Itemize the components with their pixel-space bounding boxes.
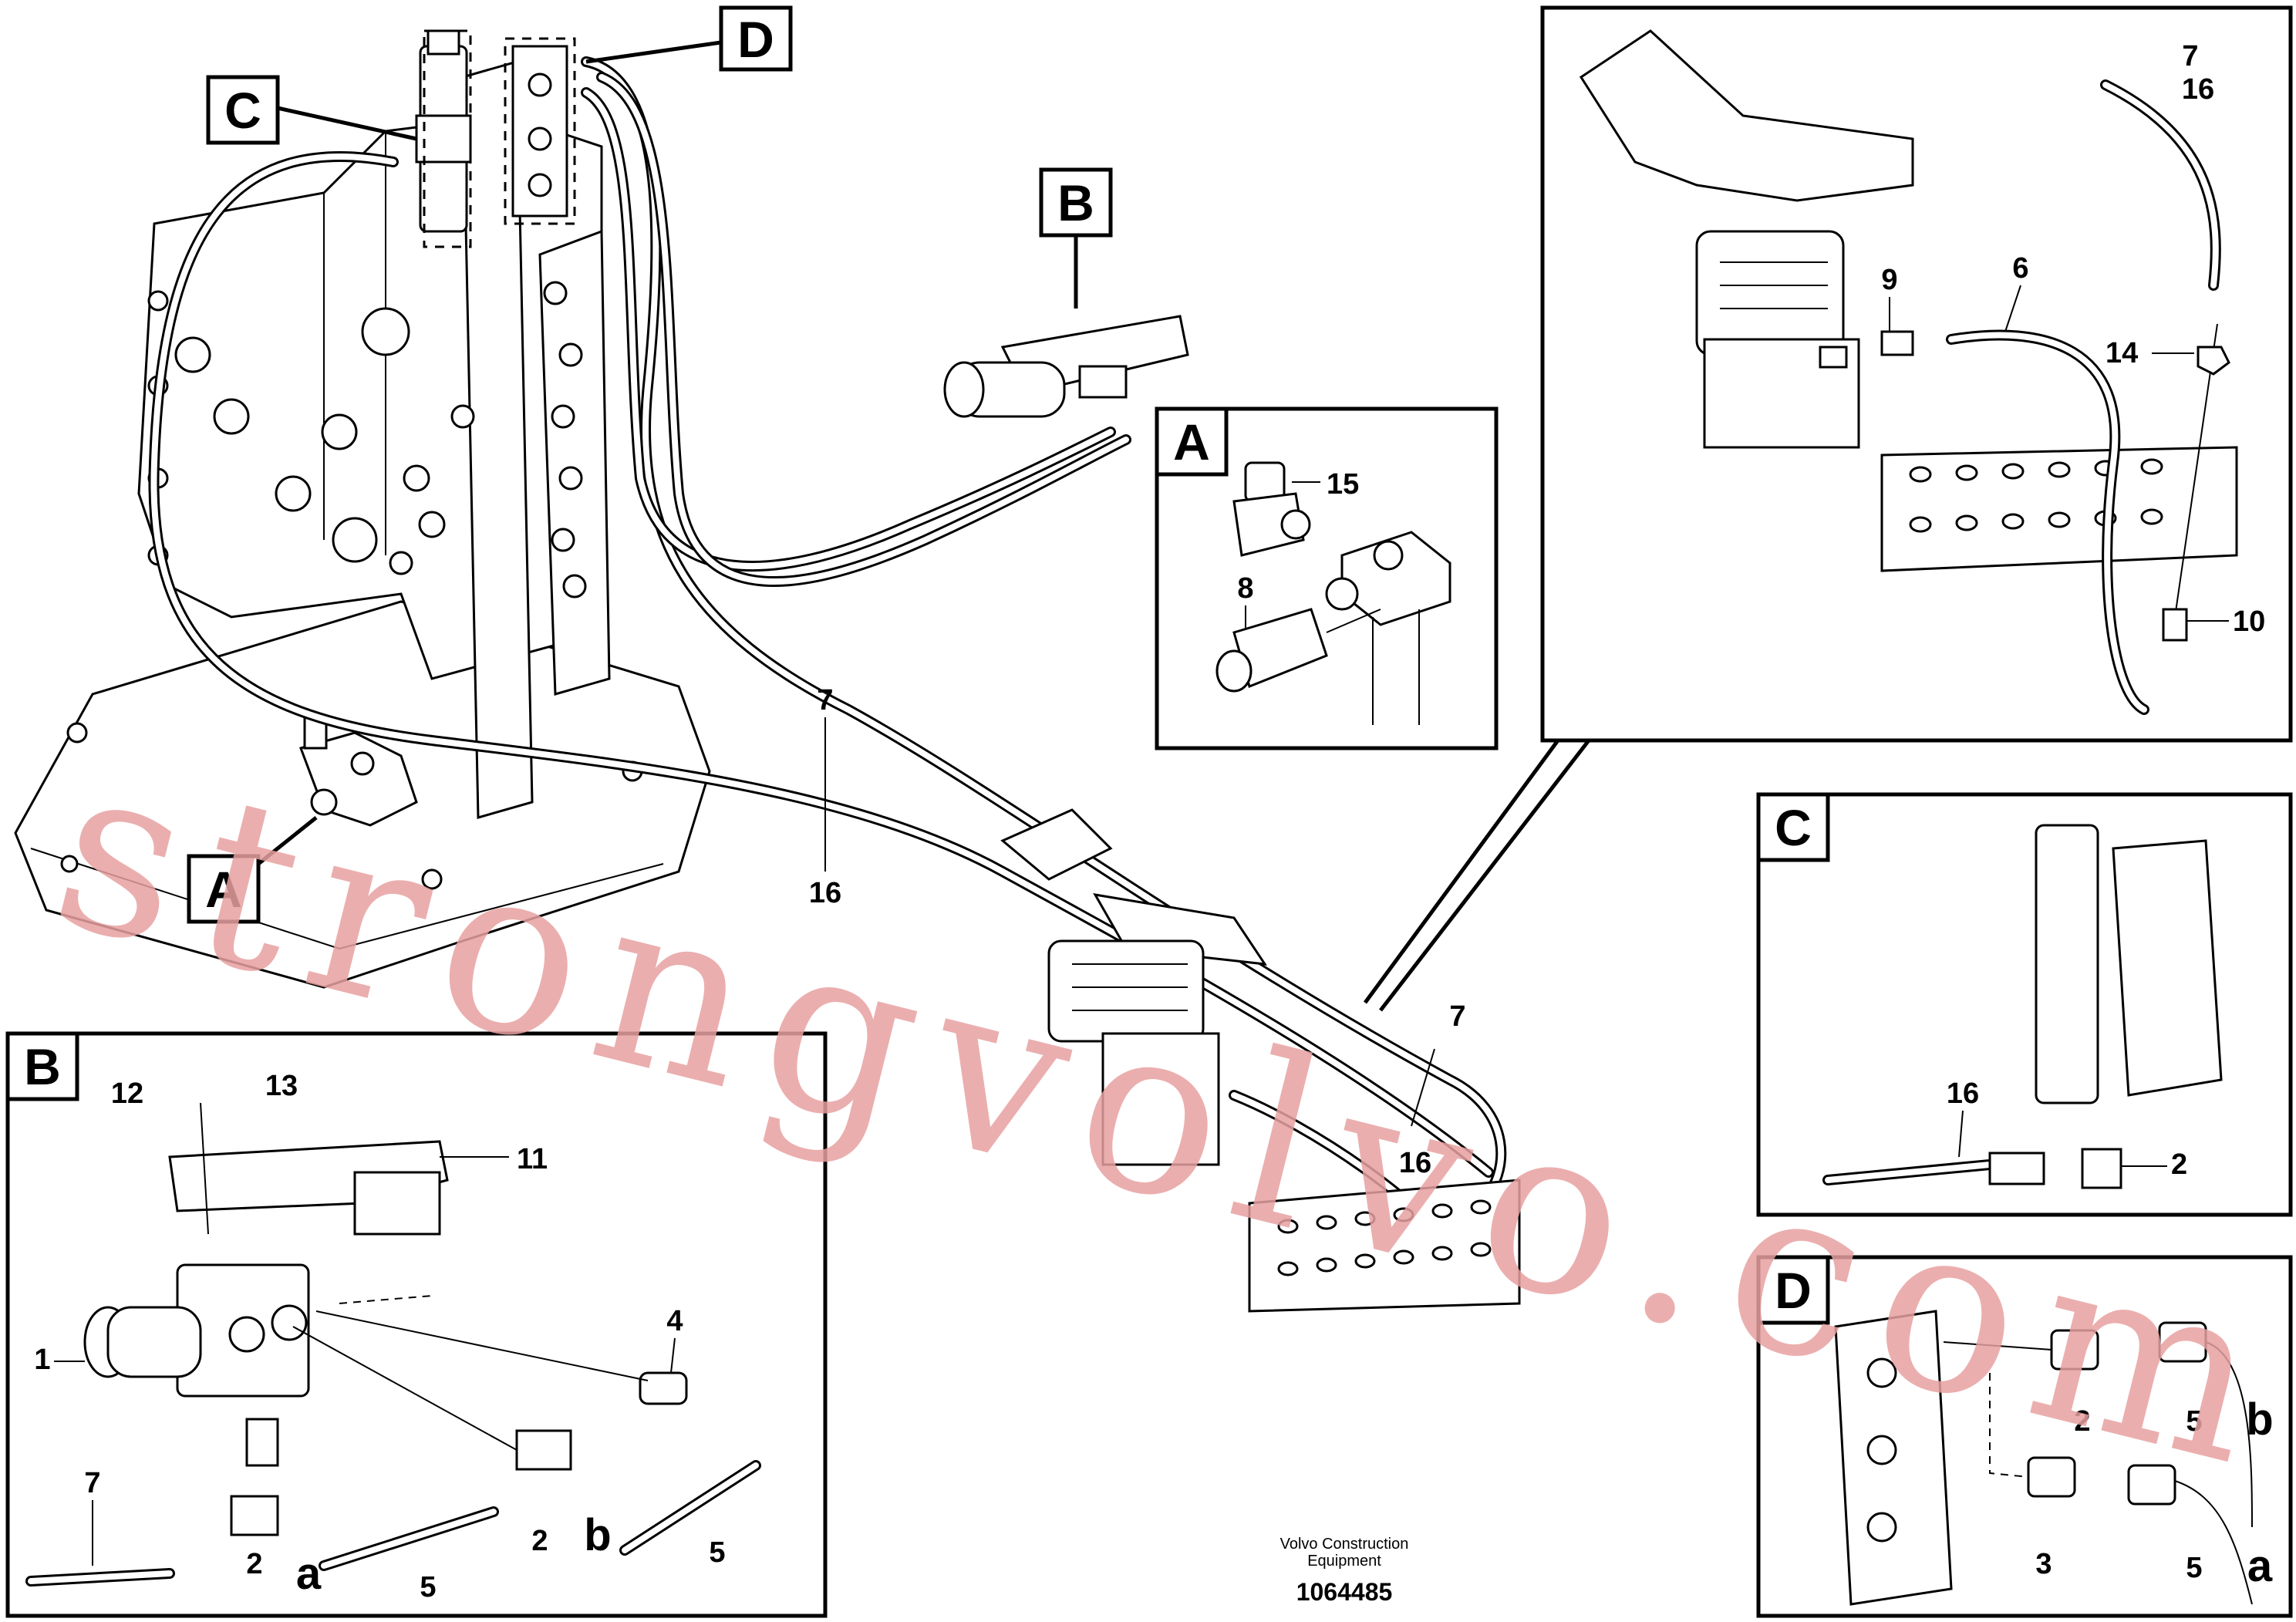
c-label-2: 2	[2171, 1148, 2187, 1181]
callout-d: D	[585, 5, 793, 72]
d-label-5b: 5	[2186, 1552, 2202, 1584]
panel-b: B 12 13 11 1 4 7 2 2 a 5 b 5	[5, 1031, 828, 1618]
footer-drawing-number: 1064485	[1296, 1578, 1393, 1606]
main-valve-b	[943, 315, 1189, 418]
top-label-6: 6	[2012, 252, 2028, 285]
panel-c: C 16 2	[1756, 792, 2293, 1217]
footer-company-2: Equipment	[1307, 1553, 1381, 1570]
panel-top: 7 16 9 6 14 10	[1363, 5, 2293, 1012]
d-label-a: a	[2247, 1541, 2273, 1591]
panel-c-title: C	[1775, 799, 1812, 856]
callout-b-label: B	[1057, 174, 1094, 231]
callout-d-label: D	[737, 11, 774, 68]
label-7b: 7	[1449, 1000, 1465, 1033]
panel-d: D 2 5 b 3 5 a	[1756, 1255, 2293, 1618]
callout-c: C	[206, 75, 417, 145]
main-number-labels: 7 16 7 16	[809, 684, 1466, 1179]
b-label-12: 12	[111, 1077, 143, 1110]
top-label-9: 9	[1881, 264, 1897, 296]
b-label-13: 13	[265, 1070, 298, 1102]
d-label-5a: 5	[2186, 1405, 2202, 1438]
b-label-7: 7	[84, 1467, 100, 1499]
main-pedal	[1000, 808, 1268, 1166]
main-bracket	[1248, 1179, 1521, 1313]
panel-a-label-15: 15	[1327, 468, 1359, 501]
top-label-10: 10	[2233, 605, 2265, 638]
d-label-b: b	[2246, 1394, 2273, 1445]
label-16: 16	[809, 877, 841, 909]
top-label-16: 16	[2182, 73, 2214, 106]
b-label-2b: 2	[531, 1525, 548, 1557]
b-label-5b: 5	[709, 1536, 725, 1569]
footer-company-1: Volvo Construction	[1280, 1536, 1409, 1553]
d-label-3: 3	[2035, 1548, 2052, 1580]
label-7: 7	[817, 684, 833, 717]
main-hoses	[148, 56, 1507, 1270]
b-label-1: 1	[34, 1344, 50, 1376]
callout-a-label: A	[205, 861, 242, 918]
panel-a: A 15 8	[1155, 406, 1499, 750]
panel-d-title: D	[1775, 1262, 1812, 1319]
b-label-b: b	[584, 1510, 611, 1560]
b-label-5a: 5	[420, 1571, 436, 1603]
footer: Volvo Construction Equipment 1064485	[1280, 1536, 1409, 1606]
panel-b-title: B	[24, 1038, 61, 1095]
callout-a: A	[187, 816, 318, 924]
b-label-11: 11	[517, 1143, 548, 1175]
d-label-2: 2	[2074, 1405, 2090, 1438]
b-label-2a: 2	[246, 1548, 262, 1580]
callout-c-label: C	[224, 82, 261, 139]
top-label-14: 14	[2106, 337, 2138, 369]
panel-a-title: A	[1173, 413, 1210, 470]
top-label-7: 7	[2182, 40, 2198, 73]
main-assembly	[14, 29, 711, 989]
c-label-16: 16	[1947, 1077, 1979, 1110]
b-label-a: a	[296, 1549, 322, 1599]
callout-b: B	[1039, 167, 1113, 309]
label-16b: 16	[1399, 1147, 1431, 1179]
b-label-4: 4	[666, 1305, 683, 1337]
panel-a-label-8: 8	[1237, 572, 1253, 605]
